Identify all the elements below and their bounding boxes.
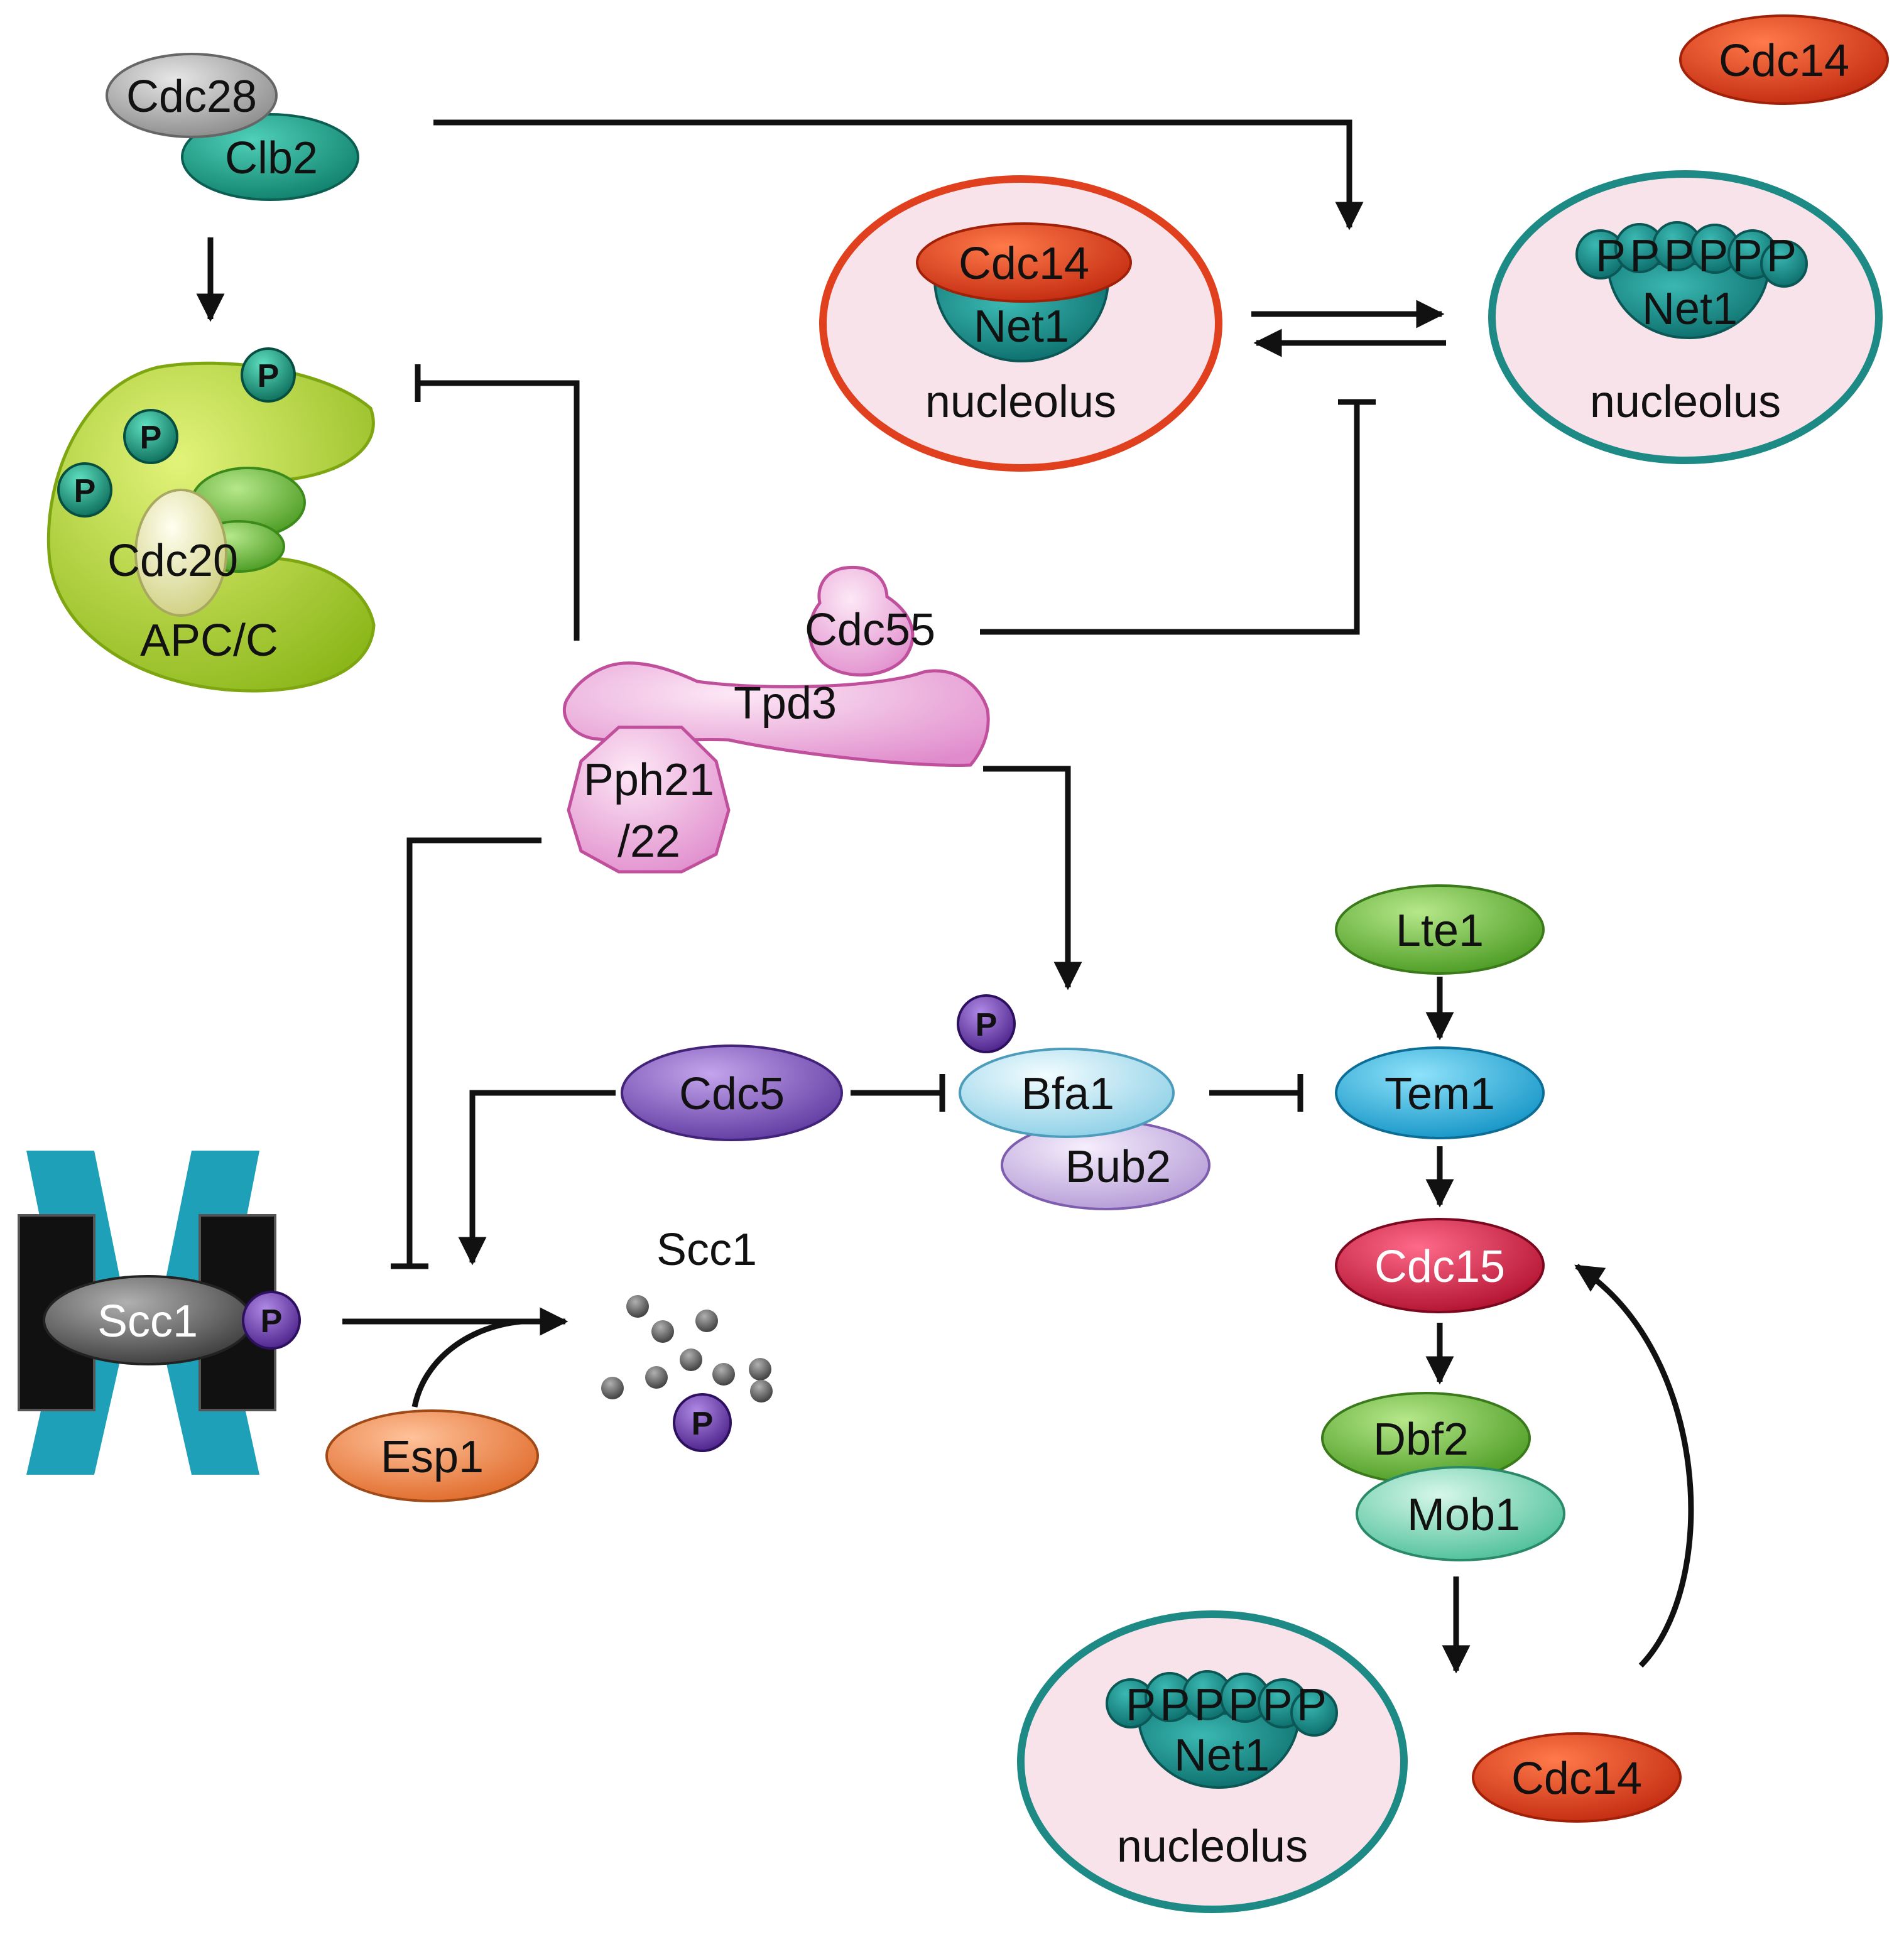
nucleolus-label: nucleolus bbox=[925, 377, 1116, 427]
lte1-label: Lte1 bbox=[1396, 906, 1484, 956]
svg-text:P: P bbox=[261, 1303, 283, 1340]
svg-text:P: P bbox=[140, 420, 162, 456]
nucleolus-phospho-net1-top: PPPPPP Net1 nucleolus bbox=[1488, 170, 1883, 464]
pph22-label: /22 bbox=[617, 817, 680, 867]
net1-label: Net1 bbox=[1174, 1730, 1270, 1781]
cdc5: Cdc5 bbox=[621, 1044, 843, 1141]
inhibit-pp2a-to-scc1 bbox=[406, 837, 541, 1266]
phospho-site: P bbox=[57, 462, 112, 518]
tem1: Tem1 bbox=[1335, 1046, 1545, 1139]
cdc28-node bbox=[106, 53, 278, 138]
cdc14-free-bottom: Cdc14 bbox=[1472, 1732, 1682, 1823]
net1-phospho-bumps bbox=[1106, 1670, 1338, 1737]
esp1-label: Esp1 bbox=[381, 1432, 484, 1482]
cdc55-node bbox=[808, 566, 915, 677]
nucleolus-phospho-net1-bottom: PPPPPP Net1 nucleolus bbox=[1017, 1610, 1408, 1913]
cdc14-bound-node bbox=[916, 222, 1132, 303]
cdc14-node bbox=[1472, 1732, 1682, 1823]
cdc20-label: Cdc20 bbox=[107, 536, 238, 586]
cdc28-label: Cdc28 bbox=[126, 72, 257, 122]
svg-text:P: P bbox=[258, 358, 280, 394]
cdc28-clb2-complex: Clb2 Cdc28 bbox=[106, 53, 359, 201]
cdc20-node bbox=[134, 489, 227, 617]
nucleolus-label: nucleolus bbox=[1590, 377, 1781, 427]
esp1-node bbox=[325, 1409, 539, 1502]
apc-c-complex: Cdc20 APC/C P P P bbox=[46, 347, 376, 693]
tem1-label: Tem1 bbox=[1384, 1069, 1495, 1119]
cdc55-label: Cdc55 bbox=[805, 605, 935, 655]
cdc14-bound-label: Cdc14 bbox=[959, 239, 1089, 289]
mob1-node bbox=[1356, 1466, 1565, 1561]
cdc14-label: Cdc14 bbox=[1719, 36, 1849, 86]
bfa1-node bbox=[959, 1048, 1175, 1138]
scc1-bound-label: Scc1 bbox=[97, 1296, 198, 1347]
inhibit-pp2a-to-apc bbox=[418, 380, 580, 641]
phospho-site: P bbox=[957, 994, 1016, 1053]
net1-node bbox=[1136, 1712, 1301, 1789]
cdc14-node bbox=[1679, 14, 1889, 105]
arrow-pp2a-to-bfa1 bbox=[983, 766, 1082, 990]
net1-node bbox=[1606, 263, 1771, 339]
bfa1-label: Bfa1 bbox=[1021, 1069, 1114, 1119]
cdc14-label: Cdc14 bbox=[1511, 1754, 1642, 1804]
svg-text:P: P bbox=[976, 1007, 998, 1043]
cdc5-node bbox=[621, 1044, 843, 1141]
bfa1-bub2-complex: Bub2 Bfa1 P bbox=[957, 994, 1210, 1210]
pph21-22-node bbox=[567, 725, 731, 874]
pph21-label: Pph21 bbox=[584, 755, 714, 805]
arrow-cdk-to-net1-phospho bbox=[433, 119, 1364, 231]
esp1-catalysis-curve bbox=[411, 1318, 522, 1408]
cdc14-free-top: Cdc14 bbox=[1679, 14, 1889, 105]
lte1: Lte1 bbox=[1335, 884, 1545, 975]
phospho-site: P bbox=[241, 347, 296, 403]
net1-phospho-bumps bbox=[1575, 221, 1808, 288]
esp1: Esp1 bbox=[325, 1409, 539, 1502]
svg-text:P: P bbox=[692, 1406, 714, 1442]
scc1-cleaved-label: Scc1 bbox=[656, 1225, 757, 1275]
mob1-label: Mob1 bbox=[1407, 1490, 1520, 1540]
tem1-node bbox=[1335, 1046, 1545, 1139]
inhibit-cdc55-to-net1 bbox=[980, 402, 1360, 635]
cohesin-complex: Scc1 P bbox=[18, 1151, 301, 1475]
nucleolus-cdc14-bound: Net1 Cdc14 nucleolus bbox=[819, 175, 1222, 472]
cleaved-scc1-fragments: Scc1 P bbox=[601, 1225, 773, 1452]
dbf2-mob1-complex: Dbf2 Mob1 bbox=[1321, 1392, 1565, 1561]
phospho-site: P bbox=[673, 1393, 732, 1452]
scc1-fragments bbox=[601, 1295, 773, 1403]
connectors bbox=[196, 119, 1694, 1674]
cdc15-node bbox=[1335, 1218, 1545, 1313]
dbf2-label: Dbf2 bbox=[1373, 1414, 1469, 1465]
arrow-cdc14-feedback-to-cdc15 bbox=[1574, 1264, 1694, 1668]
pp2a-cdc55-complex: Tpd3 Cdc55 Pph21 /22 bbox=[562, 566, 990, 874]
clb2-node bbox=[181, 113, 359, 201]
cdc15-label: Cdc15 bbox=[1374, 1242, 1505, 1292]
arrow-cdc5-to-scc1 bbox=[458, 1090, 616, 1266]
nucleolus-label: nucleolus bbox=[1117, 1821, 1308, 1872]
tpd3-label: Tpd3 bbox=[734, 678, 837, 729]
svg-text:P: P bbox=[74, 473, 96, 509]
cdc15: Cdc15 bbox=[1335, 1218, 1545, 1313]
apc-c-label: APC/C bbox=[140, 616, 278, 666]
phospho-site: P bbox=[242, 1291, 301, 1350]
clb2-label: Clb2 bbox=[225, 133, 318, 183]
cdc5-label: Cdc5 bbox=[679, 1069, 785, 1119]
net1-label: Net1 bbox=[974, 301, 1069, 352]
net1-label: Net1 bbox=[1642, 284, 1738, 334]
phospho-site: P bbox=[123, 409, 178, 464]
lte1-node bbox=[1335, 884, 1545, 975]
bub2-label: Bub2 bbox=[1065, 1142, 1171, 1192]
